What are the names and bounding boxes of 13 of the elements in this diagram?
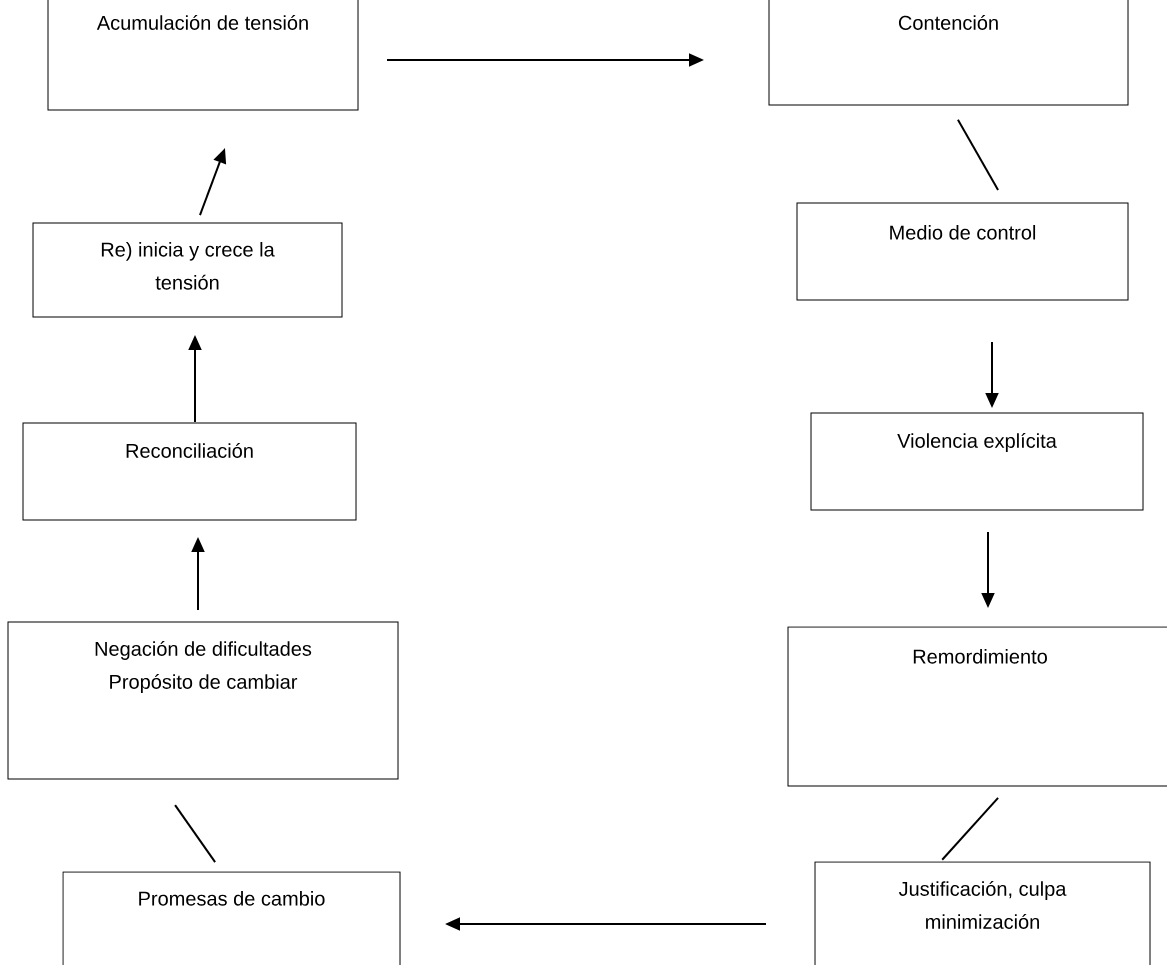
- process-box: Medio de control: [796, 202, 1129, 301]
- process-box: Reconciliación: [22, 422, 357, 521]
- connector-line: [941, 796, 1000, 861]
- connector-line: [174, 804, 217, 864]
- process-box: Negación de dificultades Propósito de cambiar: [7, 621, 399, 780]
- process-box: Justificación, culpa minimización: [814, 861, 1151, 965]
- connector-line: [956, 118, 1000, 191]
- process-box: Re) inicia y crece la tensión: [32, 222, 343, 318]
- process-box: Contención: [768, 0, 1129, 106]
- process-box: Promesas de cambio: [62, 871, 401, 965]
- process-box: Remordimiento: [787, 626, 1167, 787]
- process-box: Acumulación de tensión: [47, 0, 359, 111]
- process-box: Violencia explícita: [810, 412, 1144, 511]
